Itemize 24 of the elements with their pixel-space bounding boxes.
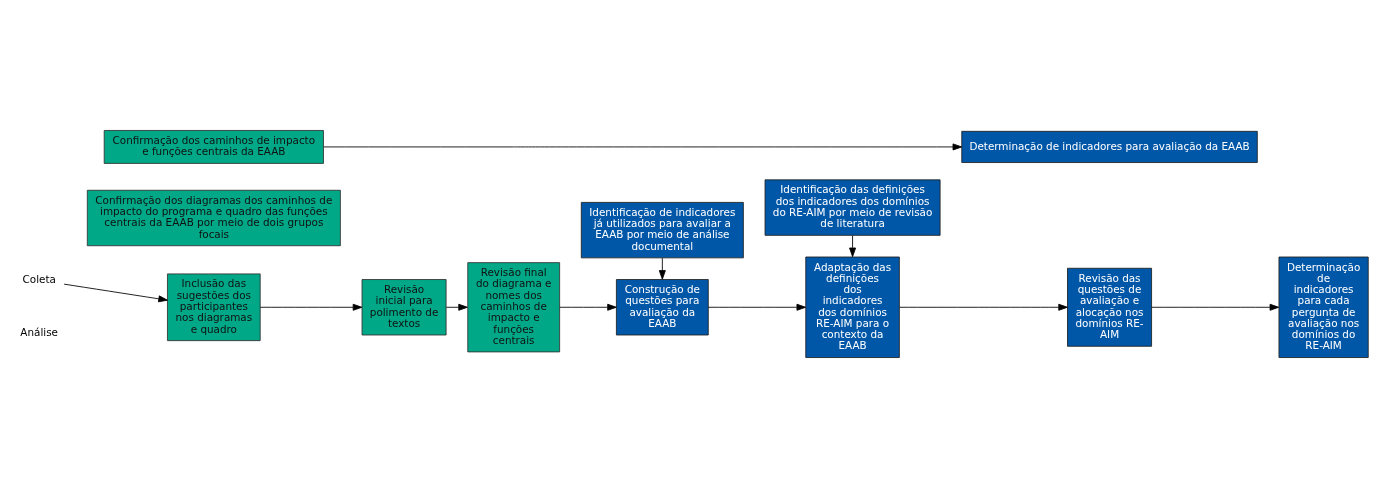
node-box: Adaptação das definições dos indicadores dos domínios RE-AIM para o contexto da EAAB <box>805 256 900 358</box>
arrow <box>849 235 857 258</box>
node-box: Determinação de indicadores para avaliação da EAAB <box>961 130 1258 163</box>
arrow <box>63 283 168 303</box>
node-text: Coleta <box>22 273 56 286</box>
arrow <box>445 303 468 311</box>
arrow <box>559 303 617 311</box>
node-box: Identificação das definições dos indicadores dos domínios do RE-AIM por meio de revisão de literatura <box>764 179 941 236</box>
node-box: Determinação de indicadores para cada pergunta de avaliação nos domínios do RE-AIM <box>1278 256 1369 358</box>
arrow <box>259 303 363 311</box>
node-box: Revisão final do diagrama e nomes dos caminhos de impacto e funções centrais <box>467 262 561 353</box>
node-box: Confirmação dos caminhos de impacto e funções centrais da EAAB <box>103 130 324 164</box>
node-box: Construção de questões para avaliação da EAAB <box>615 279 709 336</box>
arrow <box>323 143 963 151</box>
arrow <box>899 303 1068 311</box>
arrow <box>658 257 666 280</box>
label: Análise <box>20 325 59 338</box>
arrow <box>1151 303 1280 311</box>
node-box: Revisão inicial para polimento de textos <box>361 279 447 336</box>
arrow <box>707 303 807 311</box>
node-box: Confirmação dos diagramas dos caminhos de impacto do programa e quadro das funções centrais da EAAB por meio de dois grupos focais <box>86 189 341 247</box>
node-box: Inclusão das sugestões dos participantes nos diagramas e quadro <box>167 273 261 342</box>
node-box: Identificação de indicadores já utilizados para avaliar a EAAB por meio de análise documental <box>580 201 744 259</box>
node-box: Revisão das questões de avaliação e alocação nos domínios RE-AIM <box>1067 267 1152 347</box>
